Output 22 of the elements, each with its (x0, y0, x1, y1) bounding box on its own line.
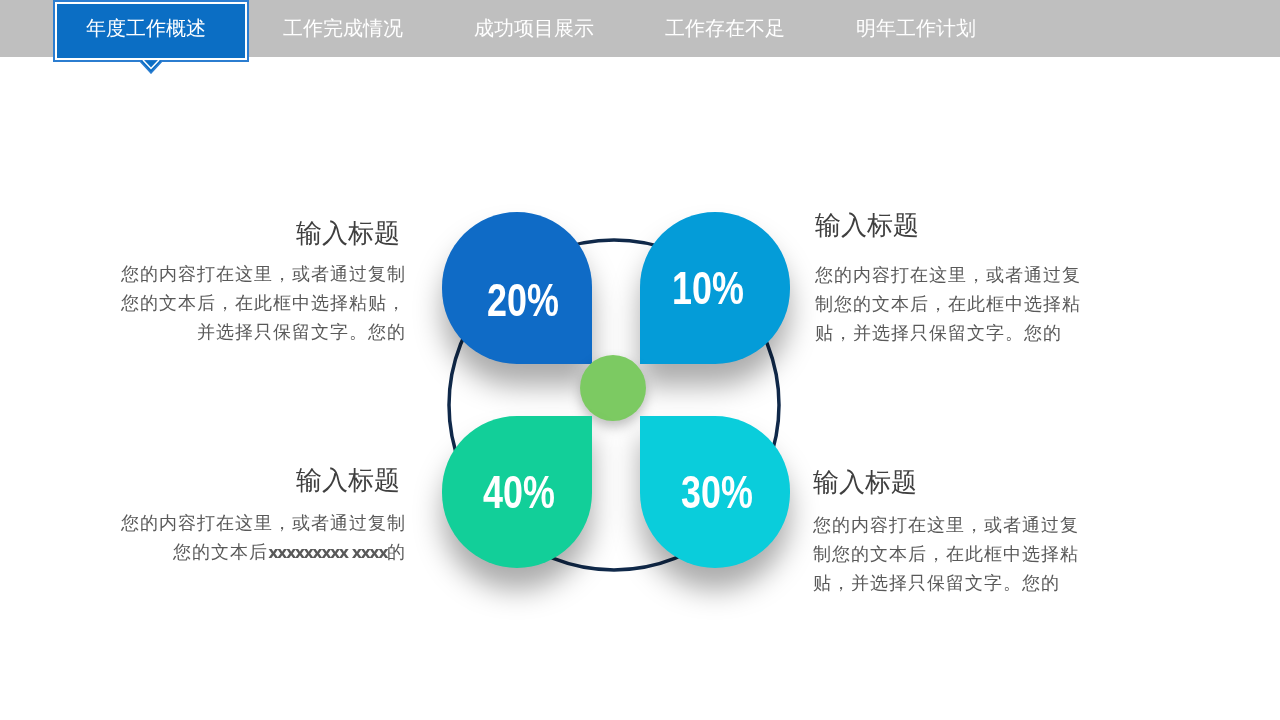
section-heading: 输入标题 (296, 465, 400, 495)
nav-label: 成功项目展示 (474, 15, 594, 41)
petal-shape (640, 416, 790, 568)
petal-shape (442, 212, 592, 364)
description-text: 您的内容打在这里，或者通过复制您的文本后，在此框中选择粘贴，并选择只保留文字。您的 (815, 263, 1082, 345)
nav-label: 工作存在不足 (665, 15, 785, 41)
percentage-value: 40% (483, 467, 555, 517)
description-text: 您的内容打在这里，或者通过复制您的文本后xxxxxxxxx xxxx的 (120, 511, 406, 564)
percentage-value: 30% (681, 467, 753, 517)
percentage-value: 10% (672, 263, 744, 313)
section-heading: 输入标题 (815, 210, 919, 240)
nav-label: 工作完成情况 (283, 15, 403, 41)
center-circle (580, 355, 646, 421)
description-text: 您的内容打在这里，或者通过复制您的文本后，在此框中选择粘贴，并选择只保留文字。您的 (120, 262, 406, 344)
description-text: 您的内容打在这里，或者通过复制您的文本后，在此框中选择粘贴，并选择只保留文字。您的 (813, 513, 1080, 595)
section-heading: 输入标题 (813, 467, 917, 497)
section-heading: 输入标题 (296, 218, 400, 248)
active-tab: 年度工作概述 (53, 0, 249, 62)
percentage-value: 20% (487, 275, 559, 325)
nav-label: 明年工作计划 (856, 15, 976, 41)
petal-shape (442, 416, 592, 568)
petal-shape (640, 212, 790, 364)
